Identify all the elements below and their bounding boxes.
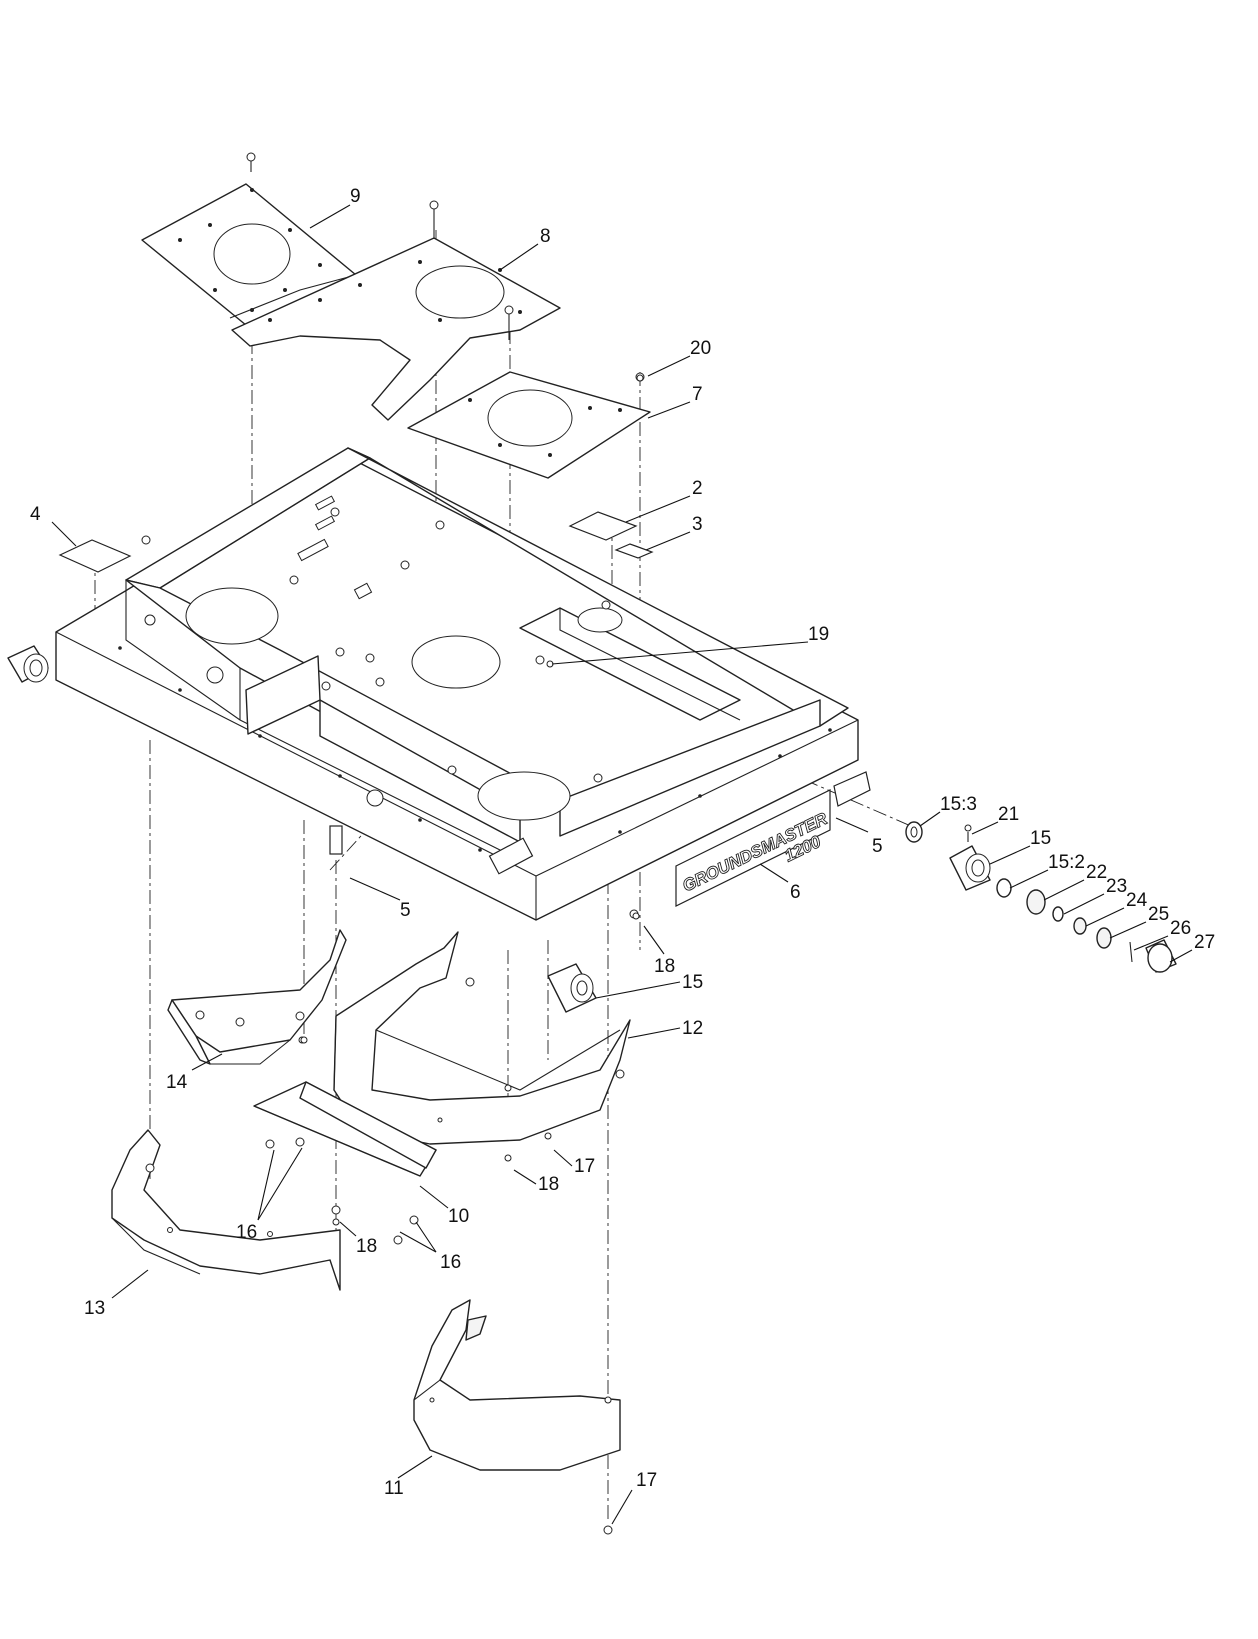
callout-labels: 9 8 20 7 4 2 3 19 15:3 21 15 5 15:2 22 2… (30, 186, 1215, 1499)
part-13-shroud (111, 1129, 341, 1291)
callout-7: 7 (692, 384, 703, 405)
callout-10: 10 (448, 1206, 469, 1227)
callout-18-mid: 18 (538, 1174, 559, 1195)
part-14-shroud (167, 929, 347, 1065)
part-3-decal (614, 543, 654, 559)
callout-16-right: 16 (440, 1252, 461, 1273)
callout-15-right: 15 (1030, 828, 1051, 849)
callout-3: 3 (692, 514, 703, 535)
callout-15-3: 15:3 (940, 794, 977, 815)
part-26-pin (1129, 941, 1133, 963)
part-4-decal (58, 539, 132, 573)
callout-15-center: 15 (682, 972, 703, 993)
callout-14: 14 (166, 1072, 188, 1093)
part-2-decal (568, 511, 638, 541)
callout-2: 2 (692, 478, 703, 499)
part-11-shroud (413, 1299, 621, 1535)
part-23-washer (1052, 906, 1064, 922)
callout-24: 24 (1126, 890, 1148, 911)
shaft-assembly-parts (905, 821, 1177, 973)
part-7-plate (407, 305, 651, 479)
part-25-gear (1096, 927, 1112, 949)
callout-26: 26 (1170, 918, 1191, 939)
callout-25: 25 (1148, 904, 1169, 925)
part-15-2-ring (996, 878, 1012, 898)
callout-4: 4 (30, 504, 41, 525)
callout-8: 8 (540, 226, 551, 247)
callout-leaders (51, 204, 1193, 1525)
callout-17-mid: 17 (574, 1156, 595, 1177)
callout-9: 9 (350, 186, 361, 207)
part-15-bearing-center (547, 909, 639, 1013)
callout-27: 27 (1194, 932, 1215, 953)
callout-19: 19 (808, 624, 829, 645)
decals (58, 511, 654, 573)
callout-20: 20 (690, 338, 711, 359)
callout-22: 22 (1086, 862, 1107, 883)
part-10-bracket (253, 1081, 437, 1245)
callout-21: 21 (998, 804, 1019, 825)
callout-12: 12 (682, 1018, 703, 1039)
callout-6: 6 (790, 882, 801, 903)
main-frame (7, 447, 859, 921)
callout-15-2: 15:2 (1048, 852, 1085, 873)
part-9-top-plate (141, 152, 357, 331)
callout-16-left: 16 (236, 1222, 257, 1243)
callout-5-center: 5 (400, 900, 411, 921)
part-24-nut (1073, 917, 1087, 935)
callout-23: 23 (1106, 876, 1127, 897)
part-12-shroud (333, 931, 631, 1145)
callout-11: 11 (384, 1478, 404, 1499)
callout-13: 13 (84, 1298, 105, 1319)
callout-18-lower: 18 (356, 1236, 377, 1257)
part-22-gear (1026, 889, 1046, 915)
part-8-bracket (231, 200, 561, 421)
callout-17-bottom: 17 (636, 1470, 657, 1491)
callout-5-right: 5 (872, 836, 883, 857)
callout-18-top: 18 (654, 956, 675, 977)
fasteners (300, 374, 644, 1226)
